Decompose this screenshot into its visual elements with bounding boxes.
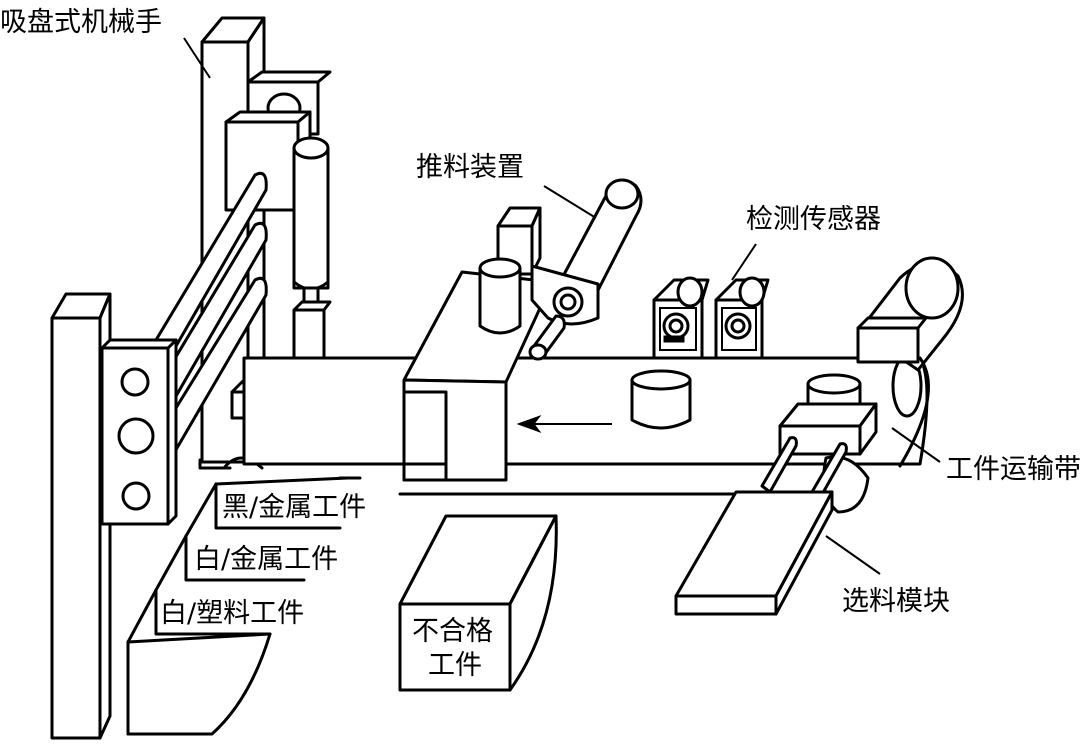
label-suction-manipulator: 吸盘式机械手 <box>0 7 162 38</box>
label-bin-black-metal: 黑/金属工件 <box>222 492 366 523</box>
sorting-bins <box>126 476 558 736</box>
labels: 吸盘式机械手 推料装置 检测传感器 工件运输带 选料模块 黑/金属工件 白/金属… <box>0 7 1081 681</box>
label-sensor: 检测传感器 <box>746 204 881 235</box>
label-selector: 选料模块 <box>842 586 950 617</box>
leader-lines <box>183 37 941 575</box>
label-reject-line1: 不合格 <box>412 616 493 647</box>
selector-module <box>674 373 878 616</box>
pusher-device <box>402 178 643 482</box>
label-bin-white-metal: 白/金属工件 <box>194 544 338 575</box>
suction-manipulator <box>50 16 334 740</box>
detection-sensors <box>652 276 770 360</box>
label-bin-white-plastic: 白/塑料工件 <box>160 598 304 629</box>
label-reject-line2: 工件 <box>428 650 482 681</box>
label-conveyor: 工件运输带 <box>946 454 1081 485</box>
label-pusher: 推料装置 <box>416 152 524 183</box>
